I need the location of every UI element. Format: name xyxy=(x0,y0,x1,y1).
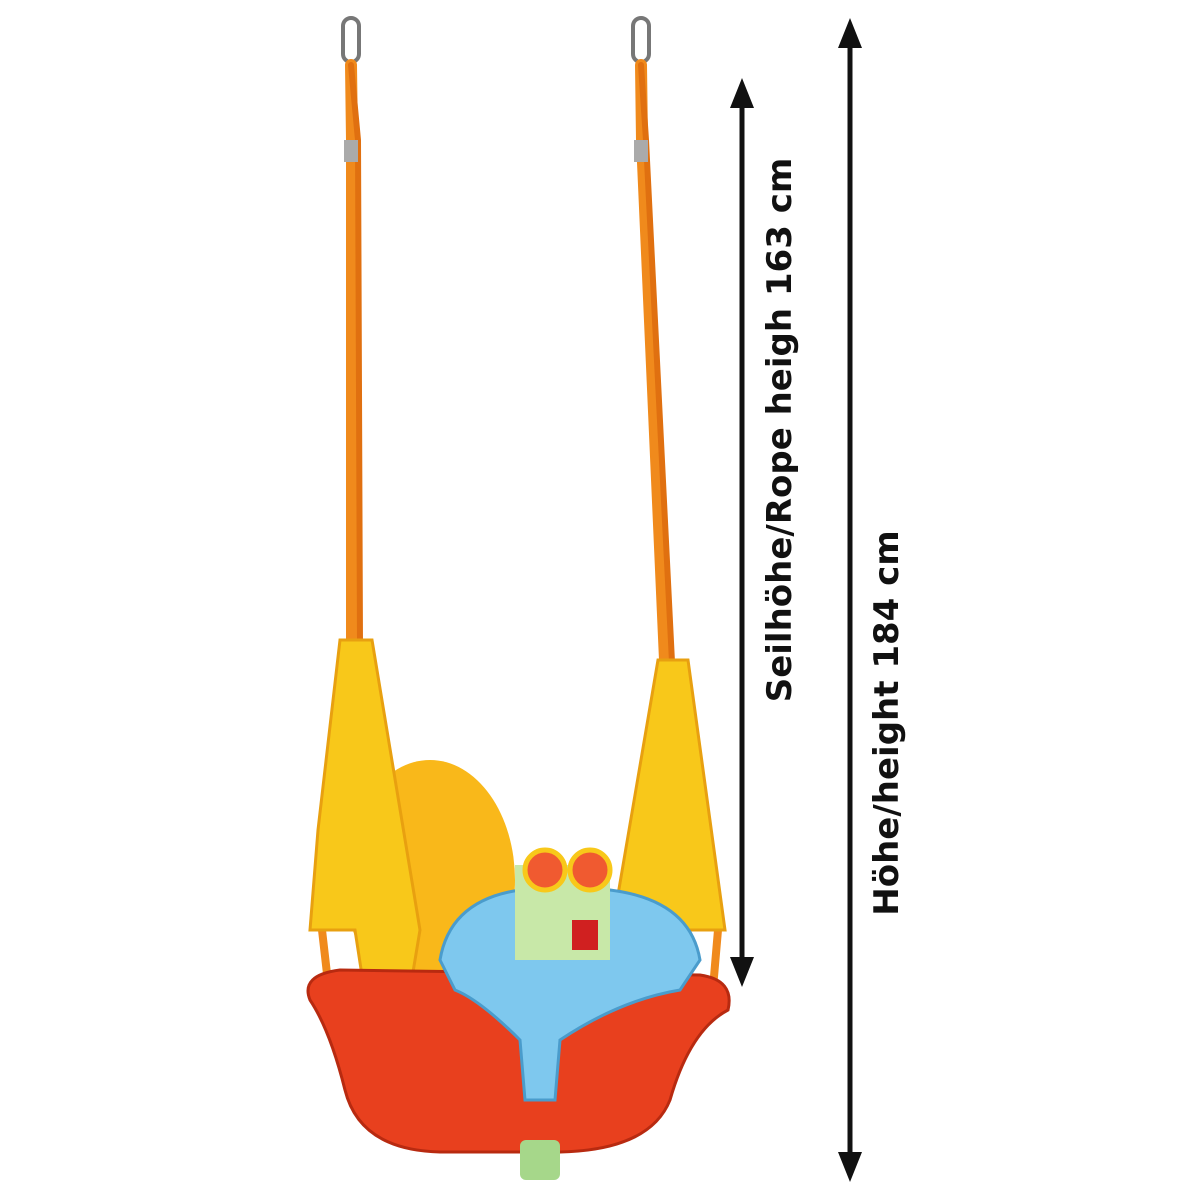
rope-height-label: Seilhöhe/Rope heigh 163 cm xyxy=(760,158,800,703)
front-bar xyxy=(438,888,702,1102)
toy-ball xyxy=(522,847,568,893)
rope-height-arrow xyxy=(730,78,754,987)
brand-logo xyxy=(572,920,598,950)
toy-ball xyxy=(567,847,613,893)
rope-clamps xyxy=(344,140,648,162)
total-height-arrow xyxy=(838,18,862,1182)
seat xyxy=(306,968,731,1154)
carabiner-icon xyxy=(341,16,651,64)
seat-post xyxy=(520,1140,560,1180)
total-height-label: Höhe/height 184 cm xyxy=(867,530,907,915)
